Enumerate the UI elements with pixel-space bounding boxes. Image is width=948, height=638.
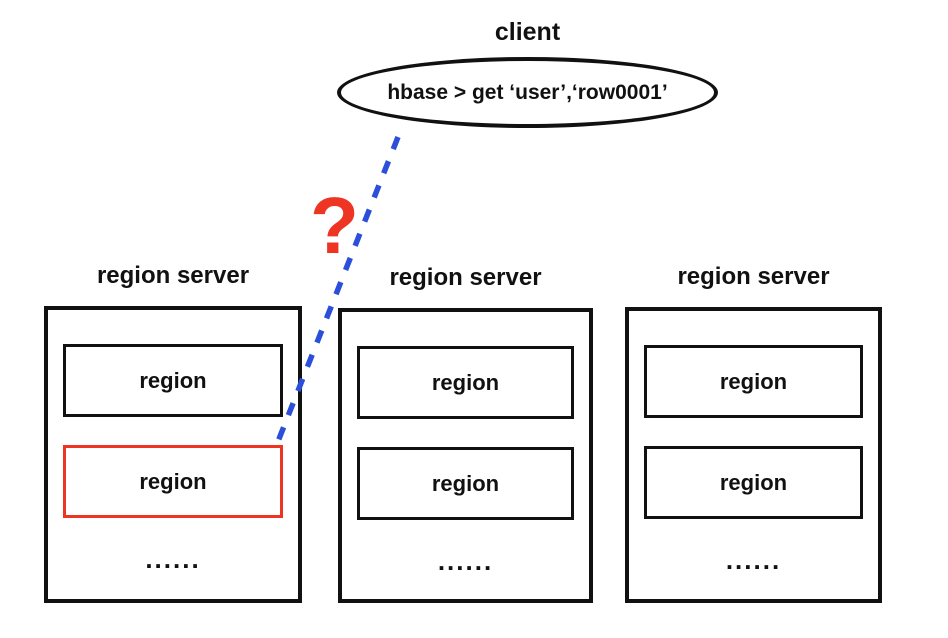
region-box: region [644,446,863,519]
region-box: region [644,345,863,418]
region-label: region [431,470,500,496]
ellipsis-dots: ...... [145,544,201,574]
region-box-highlighted: region [63,445,283,518]
region-server-label-2: region server [389,264,542,291]
region-server-box-1: region server region region ...... [44,262,302,603]
region-server-label-1: region server [96,262,250,289]
region-server-box-2: region server region region ...... [338,264,593,603]
region-box: region [357,346,574,419]
region-label: region [139,367,207,393]
region-label: region [431,369,500,395]
region-server-label-3: region server [677,263,830,290]
client-ellipse: hbase > get ‘user’,‘row0001’ [337,57,718,128]
hbase-command-text: hbase > get ‘user’,‘row0001’ [387,80,668,104]
region-label: region [139,468,207,494]
region-box: region [63,344,283,417]
region-box: region [357,447,574,520]
client-label: client [494,18,561,46]
region-server-box-3: region server region region ...... [625,263,882,603]
region-label: region [719,368,788,394]
ellipsis-dots: ...... [437,546,494,576]
question-mark: ? [310,181,359,270]
region-label: region [719,469,788,495]
ellipsis-dots: ...... [725,545,782,575]
